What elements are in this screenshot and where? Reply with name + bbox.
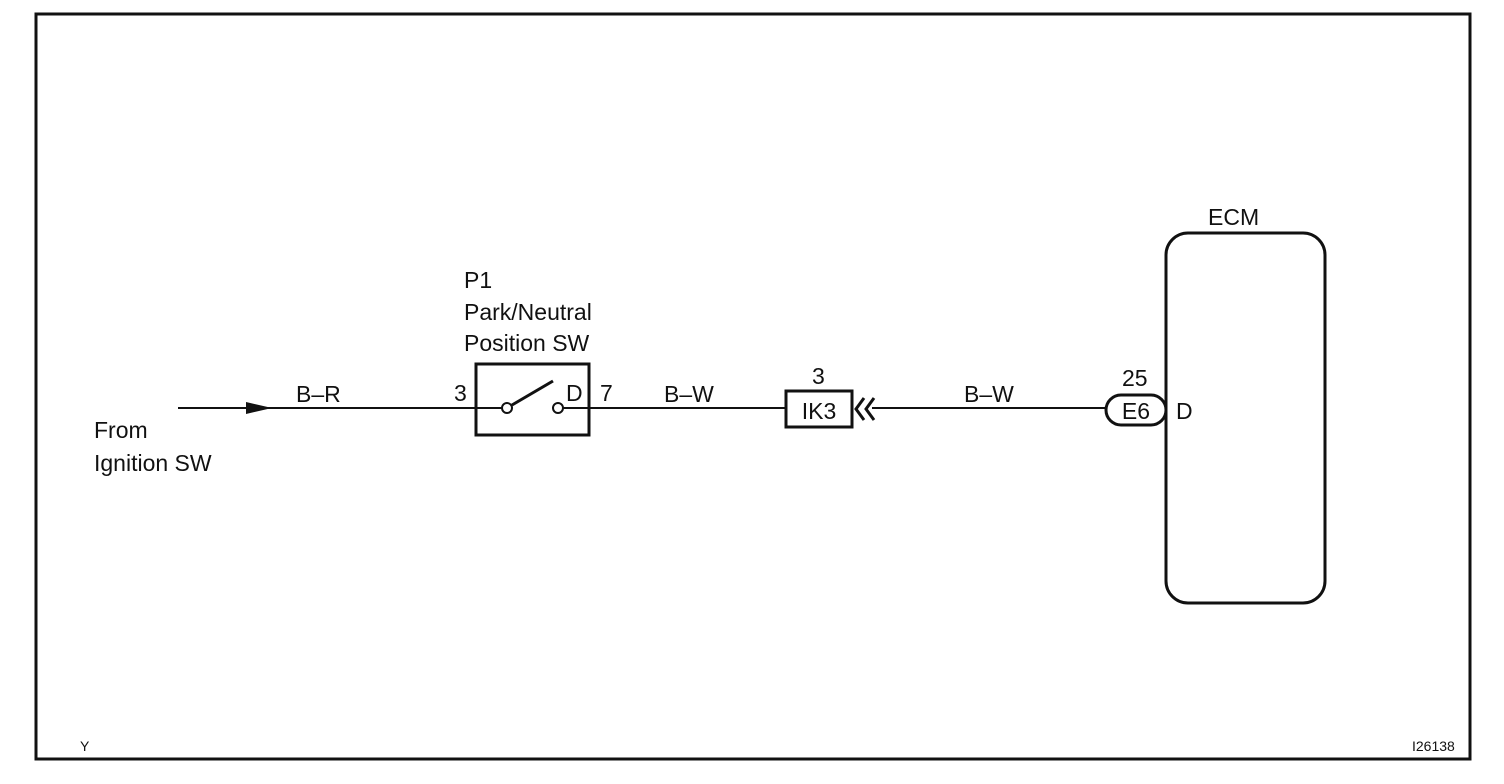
connector-chevron-icon (854, 397, 866, 421)
source-label-line1: From (94, 417, 148, 443)
junction-pin: 3 (812, 363, 825, 389)
switch-code: P1 (464, 267, 492, 293)
switch-pin-in: 3 (454, 380, 467, 406)
junction-label: IK3 (802, 398, 837, 424)
switch-contact-right (552, 402, 564, 414)
park-neutral-switch: P1 Park/Neutral Position SW 3 D 7 (454, 267, 613, 437)
switch-pin-out: 7 (600, 380, 613, 406)
junction-box (784, 389, 854, 429)
connector-chevron-icon (864, 397, 876, 421)
junction-ik3: 3 IK3 (784, 363, 876, 429)
source-label-line2: Ignition SW (94, 450, 212, 476)
ecm-connector (1104, 393, 1168, 427)
ecm-box (1164, 231, 1327, 605)
ecm-connector-label: E6 (1122, 398, 1150, 424)
figure-id: I26138 (1412, 738, 1455, 754)
wire-label-b-r: B–R (296, 381, 341, 407)
switch-terminal: D (566, 380, 583, 406)
switch-box (474, 362, 591, 437)
wire-label-b-w-right: B–W (964, 381, 1014, 407)
ecm-unit: ECM 25 E6 D (1104, 204, 1327, 605)
switch-lever-icon (511, 379, 554, 407)
switch-name-line2: Position SW (464, 330, 590, 356)
diagram-frame (34, 12, 1472, 761)
corner-mark: Y (80, 738, 90, 754)
ecm-pin: 25 (1122, 365, 1148, 391)
ecm-terminal: D (1176, 398, 1193, 424)
switch-contact-left (501, 402, 513, 414)
source-ignition-sw: From Ignition SW (94, 402, 272, 476)
wire-label-b-w-middle: B–W (664, 381, 714, 407)
ecm-title: ECM (1208, 204, 1259, 230)
source-arrowhead-icon (246, 402, 272, 414)
switch-name-line1: Park/Neutral (464, 299, 592, 325)
